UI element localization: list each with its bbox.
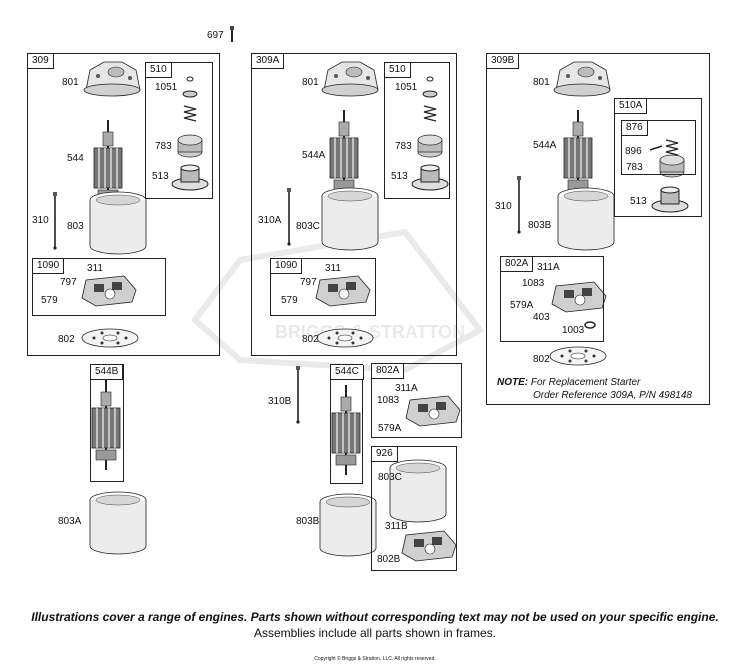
label-801: 801 (533, 77, 550, 88)
frame-tag-544c: 544C (331, 365, 364, 380)
frame-tag-510: 510 (385, 63, 411, 78)
part-1051-ring (182, 76, 198, 98)
label-797: 797 (300, 277, 317, 288)
label-802: 802 (533, 354, 550, 365)
label-311a: 311A (537, 262, 560, 273)
label-801: 801 (62, 77, 79, 88)
label-579: 579 (281, 295, 298, 306)
label-513: 513 (391, 171, 408, 182)
label-802b: 802B (377, 554, 401, 565)
label-802: 802 (58, 334, 75, 345)
label-579a: 579A (510, 300, 534, 311)
frame-tag-309a: 309A (252, 54, 285, 69)
frame-tag-802a: 802A (372, 364, 405, 379)
label-544a: 544A (302, 150, 326, 161)
copyright: Copyright © Briggs & Stratton, LLC. All … (314, 656, 436, 662)
label-579: 579 (41, 295, 58, 306)
frame-309: 309 (27, 53, 220, 356)
frame-926: 926 (371, 446, 457, 571)
frame-tag-1090: 1090 (271, 259, 303, 274)
frame-802a: 802A (500, 256, 604, 342)
part-1003-grommet (584, 321, 596, 329)
label-579a: 579A (378, 423, 402, 434)
label-803c: 803C (378, 472, 402, 483)
frame-510: 510 (384, 62, 450, 199)
frame-510: 510 (145, 62, 213, 199)
frame-tag-309: 309 (28, 54, 54, 69)
frame-1090: 1090 (270, 258, 376, 316)
frame-510a: 510A (614, 98, 702, 217)
label-783: 783 (395, 141, 412, 152)
part-896-pin (649, 145, 663, 151)
label-801: 801 (302, 77, 319, 88)
replacement-note: NOTE: For Replacement Starter Order Refe… (497, 376, 692, 402)
label-403: 403 (533, 312, 550, 323)
label-803b: 803B (528, 220, 552, 231)
label-311b: 311B (385, 521, 408, 532)
frame-309a: 309A (251, 53, 457, 356)
label-803a: 803A (58, 516, 82, 527)
label-513: 513 (630, 196, 647, 207)
label-311: 311 (325, 263, 341, 274)
label-310: 310 (495, 201, 512, 212)
part-803a-housing (89, 491, 147, 555)
footer-assemblies-note: Assemblies include all parts shown in fr… (253, 626, 497, 640)
note-prefix: NOTE: (497, 377, 529, 388)
frame-309b: 309B (486, 53, 710, 405)
part-513-drive (171, 164, 209, 191)
label-697: 697 (207, 30, 224, 41)
label-797: 797 (60, 277, 77, 288)
frame-tag-802a: 802A (501, 257, 534, 272)
frame-876: 876 (621, 120, 696, 175)
frame-544b: 544B (90, 364, 124, 482)
label-1083: 1083 (522, 278, 545, 289)
frame-tag-926: 926 (372, 447, 398, 462)
label-803c: 803C (296, 221, 320, 232)
frame-tag-1090: 1090 (33, 259, 65, 274)
label-544a: 544A (533, 140, 557, 151)
label-311a: 311A (395, 383, 418, 394)
frame-tag-309b: 309B (487, 54, 520, 69)
frame-tag-876: 876 (622, 121, 648, 136)
label-783: 783 (626, 162, 643, 173)
frame-tag-544b: 544B (91, 365, 124, 380)
label-310: 310 (32, 215, 49, 226)
frame-tag-510: 510 (146, 63, 172, 78)
label-803: 803 (67, 221, 84, 232)
label-310b: 310B (268, 396, 292, 407)
frame-802a: 802A (371, 363, 462, 438)
footer-disclaimer: Illustrations cover a range of engines. … (31, 610, 719, 624)
label-1051: 1051 (155, 82, 178, 93)
label-1083: 1083 (377, 395, 400, 406)
part-803b-housing (319, 493, 377, 557)
frame-1090: 1090 (32, 258, 166, 316)
note-line2: Order Reference 309A, P/N 498148 (533, 390, 692, 401)
part-1051-ring (422, 76, 438, 98)
label-513: 513 (152, 171, 169, 182)
label-1003: 1003 (562, 325, 585, 336)
label-802: 802 (302, 334, 319, 345)
label-310a: 310A (258, 215, 282, 226)
frame-tag-510a: 510A (615, 99, 648, 114)
label-803b: 803B (296, 516, 320, 527)
label-896: 896 (625, 146, 642, 157)
part-513-drive (411, 164, 449, 191)
frame-544c: 544C (330, 364, 364, 484)
label-1051: 1051 (395, 82, 418, 93)
label-783: 783 (155, 141, 172, 152)
part-513-drive (651, 186, 689, 213)
part-697-screw (230, 26, 234, 42)
label-311: 311 (87, 263, 103, 274)
part-310b-through-bolt (295, 365, 301, 425)
note-line1: For Replacement Starter (530, 377, 641, 388)
label-544: 544 (67, 153, 84, 164)
